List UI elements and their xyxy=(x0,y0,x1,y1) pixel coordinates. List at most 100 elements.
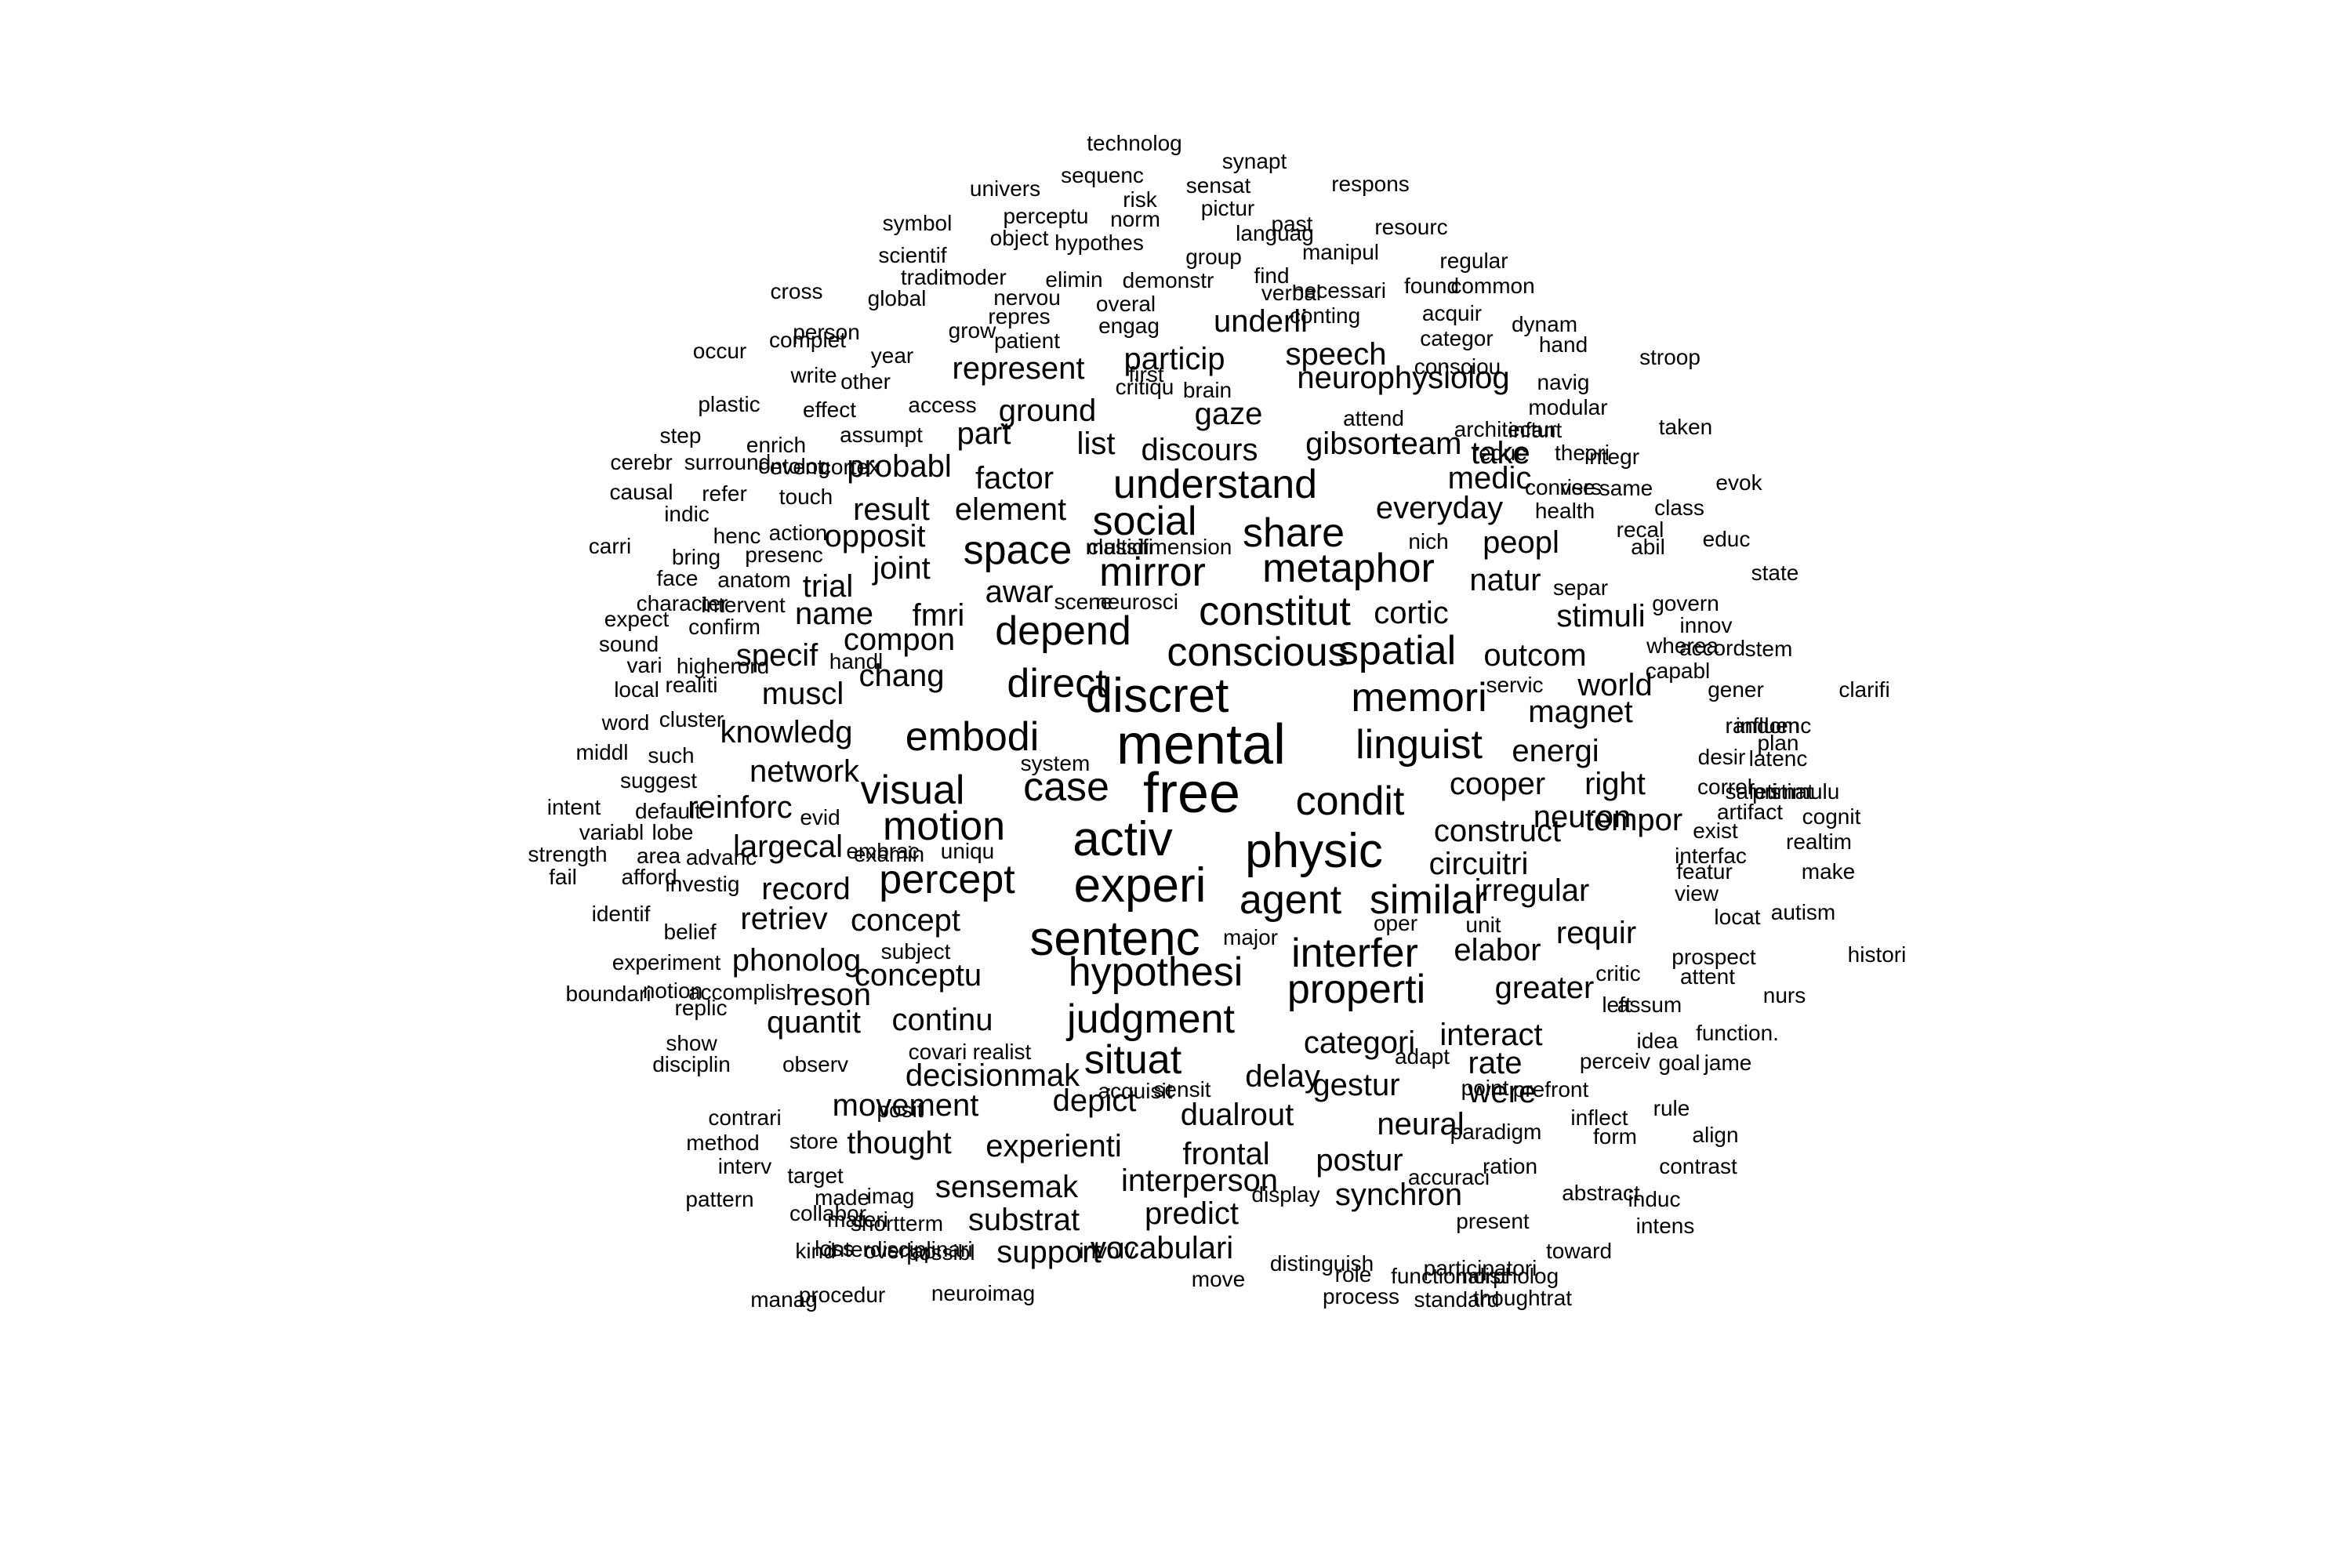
cloud-word: circuitri xyxy=(1428,847,1529,881)
cloud-word: take xyxy=(1471,436,1530,470)
cloud-word: neurophysiolog xyxy=(1297,361,1510,395)
cloud-word: identif xyxy=(591,902,651,926)
cloud-word: idea xyxy=(1636,1029,1679,1053)
cloud-word: functionalist xyxy=(1391,1264,1507,1288)
cloud-word: team xyxy=(1392,426,1462,461)
cloud-word: inflect xyxy=(1570,1105,1628,1130)
cloud-word: mirror xyxy=(1099,550,1206,595)
cloud-word: manipul xyxy=(1301,240,1380,264)
cloud-word: suggest xyxy=(619,768,698,793)
cloud-word: stem xyxy=(1744,637,1793,661)
cloud-word: area xyxy=(636,844,681,868)
cloud-word: substrat xyxy=(967,1203,1080,1237)
cloud-word: involv xyxy=(1079,1239,1135,1263)
cloud-word: continu xyxy=(891,1003,993,1037)
cloud-word: quantit xyxy=(766,1005,862,1040)
cloud-word: were xyxy=(1468,1075,1537,1109)
cloud-word: technolog xyxy=(1087,131,1182,155)
cloud-word: plastic xyxy=(698,392,760,416)
cloud-word: speech xyxy=(1285,337,1387,372)
cloud-word: modular xyxy=(1528,395,1608,419)
cloud-word: cortex xyxy=(819,455,880,479)
cloud-word: such xyxy=(648,743,695,768)
cloud-word: underli xyxy=(1213,304,1308,339)
cloud-word: interfac xyxy=(1675,844,1747,868)
cloud-word: safeti xyxy=(1725,779,1778,804)
cloud-word: motion xyxy=(882,804,1006,849)
cloud-word: present xyxy=(1456,1209,1530,1233)
cloud-word: causal xyxy=(609,480,673,504)
cloud-word: neurosci xyxy=(1095,590,1178,614)
cloud-word: acquir xyxy=(1421,301,1483,325)
cloud-word: year xyxy=(870,343,914,368)
cloud-word: moder xyxy=(944,265,1007,289)
cloud-word: languag xyxy=(1236,221,1314,245)
cloud-word: construct xyxy=(1433,814,1562,848)
cloud-word: understand xyxy=(1112,462,1318,507)
cloud-word: neuron xyxy=(1533,800,1632,834)
cloud-word: rise xyxy=(1559,475,1595,499)
cloud-word: cerebr xyxy=(610,450,673,474)
cloud-word: prospect xyxy=(1671,945,1756,969)
cloud-word: refer xyxy=(702,481,747,506)
cloud-word: boundari xyxy=(565,982,652,1006)
cloud-word: delay xyxy=(1245,1059,1320,1094)
cloud-word: ration xyxy=(1482,1154,1538,1178)
cloud-word: requir xyxy=(1555,916,1637,950)
cloud-word: morpholog xyxy=(1454,1264,1559,1288)
cloud-word: factor xyxy=(975,461,1054,495)
cloud-word: perceptu xyxy=(1003,204,1089,228)
cloud-word: notion xyxy=(642,978,703,1003)
cloud-word: taken xyxy=(1658,415,1713,439)
cloud-word: strength xyxy=(528,842,608,866)
cloud-word: face xyxy=(656,566,699,590)
cloud-word: action xyxy=(768,521,828,545)
cloud-word: frontal xyxy=(1182,1137,1270,1171)
cloud-word: plan xyxy=(1757,731,1799,755)
cloud-word: procedur xyxy=(798,1283,886,1307)
cloud-word: effect xyxy=(803,397,856,422)
cloud-word: innov xyxy=(1679,613,1733,637)
cloud-word: magnet xyxy=(1528,695,1633,729)
cloud-word: hand xyxy=(1538,332,1588,357)
cloud-word: class xyxy=(1654,495,1704,520)
cloud-word: compon xyxy=(843,622,956,657)
cloud-word: anatom xyxy=(717,568,791,592)
cloud-word: metaphor xyxy=(1262,546,1435,591)
cloud-word: recal xyxy=(1616,517,1664,542)
cloud-word: random xyxy=(1725,713,1800,738)
cloud-word: autism xyxy=(1770,900,1836,924)
cloud-word: store xyxy=(789,1129,839,1153)
cloud-word: constitut xyxy=(1199,589,1351,634)
cloud-word: gibson xyxy=(1305,426,1398,461)
cloud-word: conting xyxy=(1289,303,1361,328)
cloud-word: clarifi xyxy=(1838,677,1890,702)
cloud-word: natur xyxy=(1469,563,1541,597)
cloud-word: confirm xyxy=(688,615,760,639)
cloud-word: intens xyxy=(1635,1214,1695,1238)
cloud-word: carri xyxy=(588,534,632,558)
cloud-word: system xyxy=(1020,751,1091,775)
cloud-word: lobe xyxy=(652,820,694,844)
cloud-word: navig xyxy=(1537,370,1590,394)
cloud-word: jame xyxy=(1704,1051,1752,1075)
cloud-word: realtim xyxy=(1785,829,1853,854)
cloud-word: wherea xyxy=(1646,633,1719,658)
cloud-word: pattern xyxy=(685,1187,754,1211)
cloud-word: reduc xyxy=(1471,441,1527,465)
cloud-word: verbal xyxy=(1261,281,1322,305)
cloud-word: sentenc xyxy=(1029,912,1200,966)
cloud-word: step xyxy=(659,423,702,448)
cloud-word: sensit xyxy=(1153,1077,1211,1102)
cloud-word: memori xyxy=(1351,675,1487,720)
cloud-word: influenc xyxy=(1735,713,1812,738)
cloud-word: separ xyxy=(1552,575,1609,600)
cloud-word: show xyxy=(666,1031,717,1055)
cloud-word: reinforc xyxy=(688,790,793,825)
cloud-word: brain xyxy=(1182,378,1232,402)
cloud-word: knowledg xyxy=(720,715,853,750)
cloud-word: view xyxy=(1674,881,1719,906)
cloud-word: primat xyxy=(1752,779,1813,804)
cloud-word: postur xyxy=(1316,1143,1403,1178)
cloud-word: past xyxy=(1271,212,1313,236)
